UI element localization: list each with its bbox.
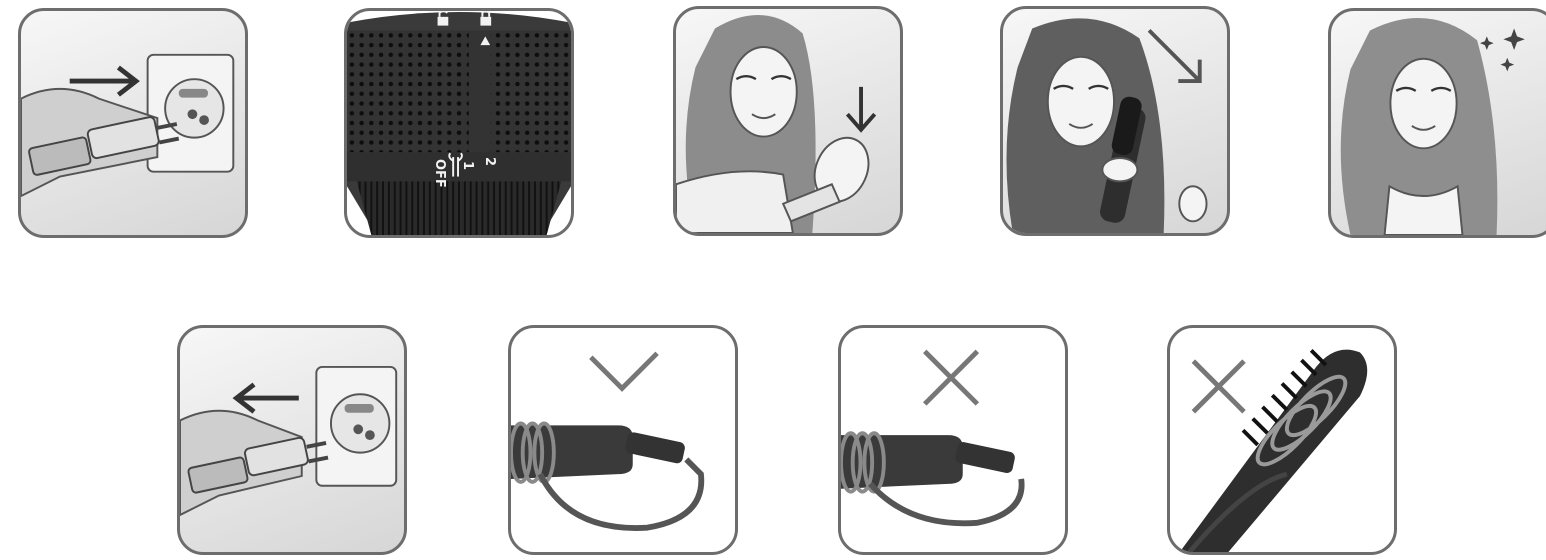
dial-off-label: OFF <box>432 159 447 188</box>
brush-cord-wrap-illustration <box>1170 328 1394 552</box>
unplug-panel <box>177 325 407 555</box>
cross-mark-icon <box>1193 361 1244 412</box>
arrow-left-icon <box>236 384 298 411</box>
brush-down-panel <box>673 6 903 236</box>
woman-shiny-hair-illustration <box>1331 11 1546 235</box>
plug-remove-illustration <box>180 328 404 552</box>
brush-wrap-wrong-panel <box>1167 325 1397 555</box>
plug-insert-illustration <box>21 11 245 235</box>
arrow-diagonal-icon <box>1149 30 1200 81</box>
arrow-down-icon <box>847 87 874 130</box>
sparkle-icon <box>1480 29 1525 72</box>
device-dial-illustration <box>347 11 571 235</box>
woman-brushing-down-illustration <box>676 9 900 233</box>
woman-brushing-diagonal-illustration <box>1003 9 1227 233</box>
dial-speed1-label: 1 <box>460 161 475 170</box>
cord-tight-illustration <box>841 328 1065 552</box>
dial-speed2-label: 2 <box>482 157 497 166</box>
cord-loose-illustration <box>511 328 735 552</box>
brush-diagonal-panel <box>1000 6 1230 236</box>
check-mark-icon <box>591 353 657 388</box>
finished-hair-panel <box>1328 8 1546 238</box>
cord-wrong-panel <box>838 325 1068 555</box>
plug-in-panel <box>18 8 248 238</box>
cord-correct-panel <box>508 325 738 555</box>
cross-mark-icon <box>925 351 978 404</box>
dial-panel: OFF 1 2 <box>344 8 574 238</box>
